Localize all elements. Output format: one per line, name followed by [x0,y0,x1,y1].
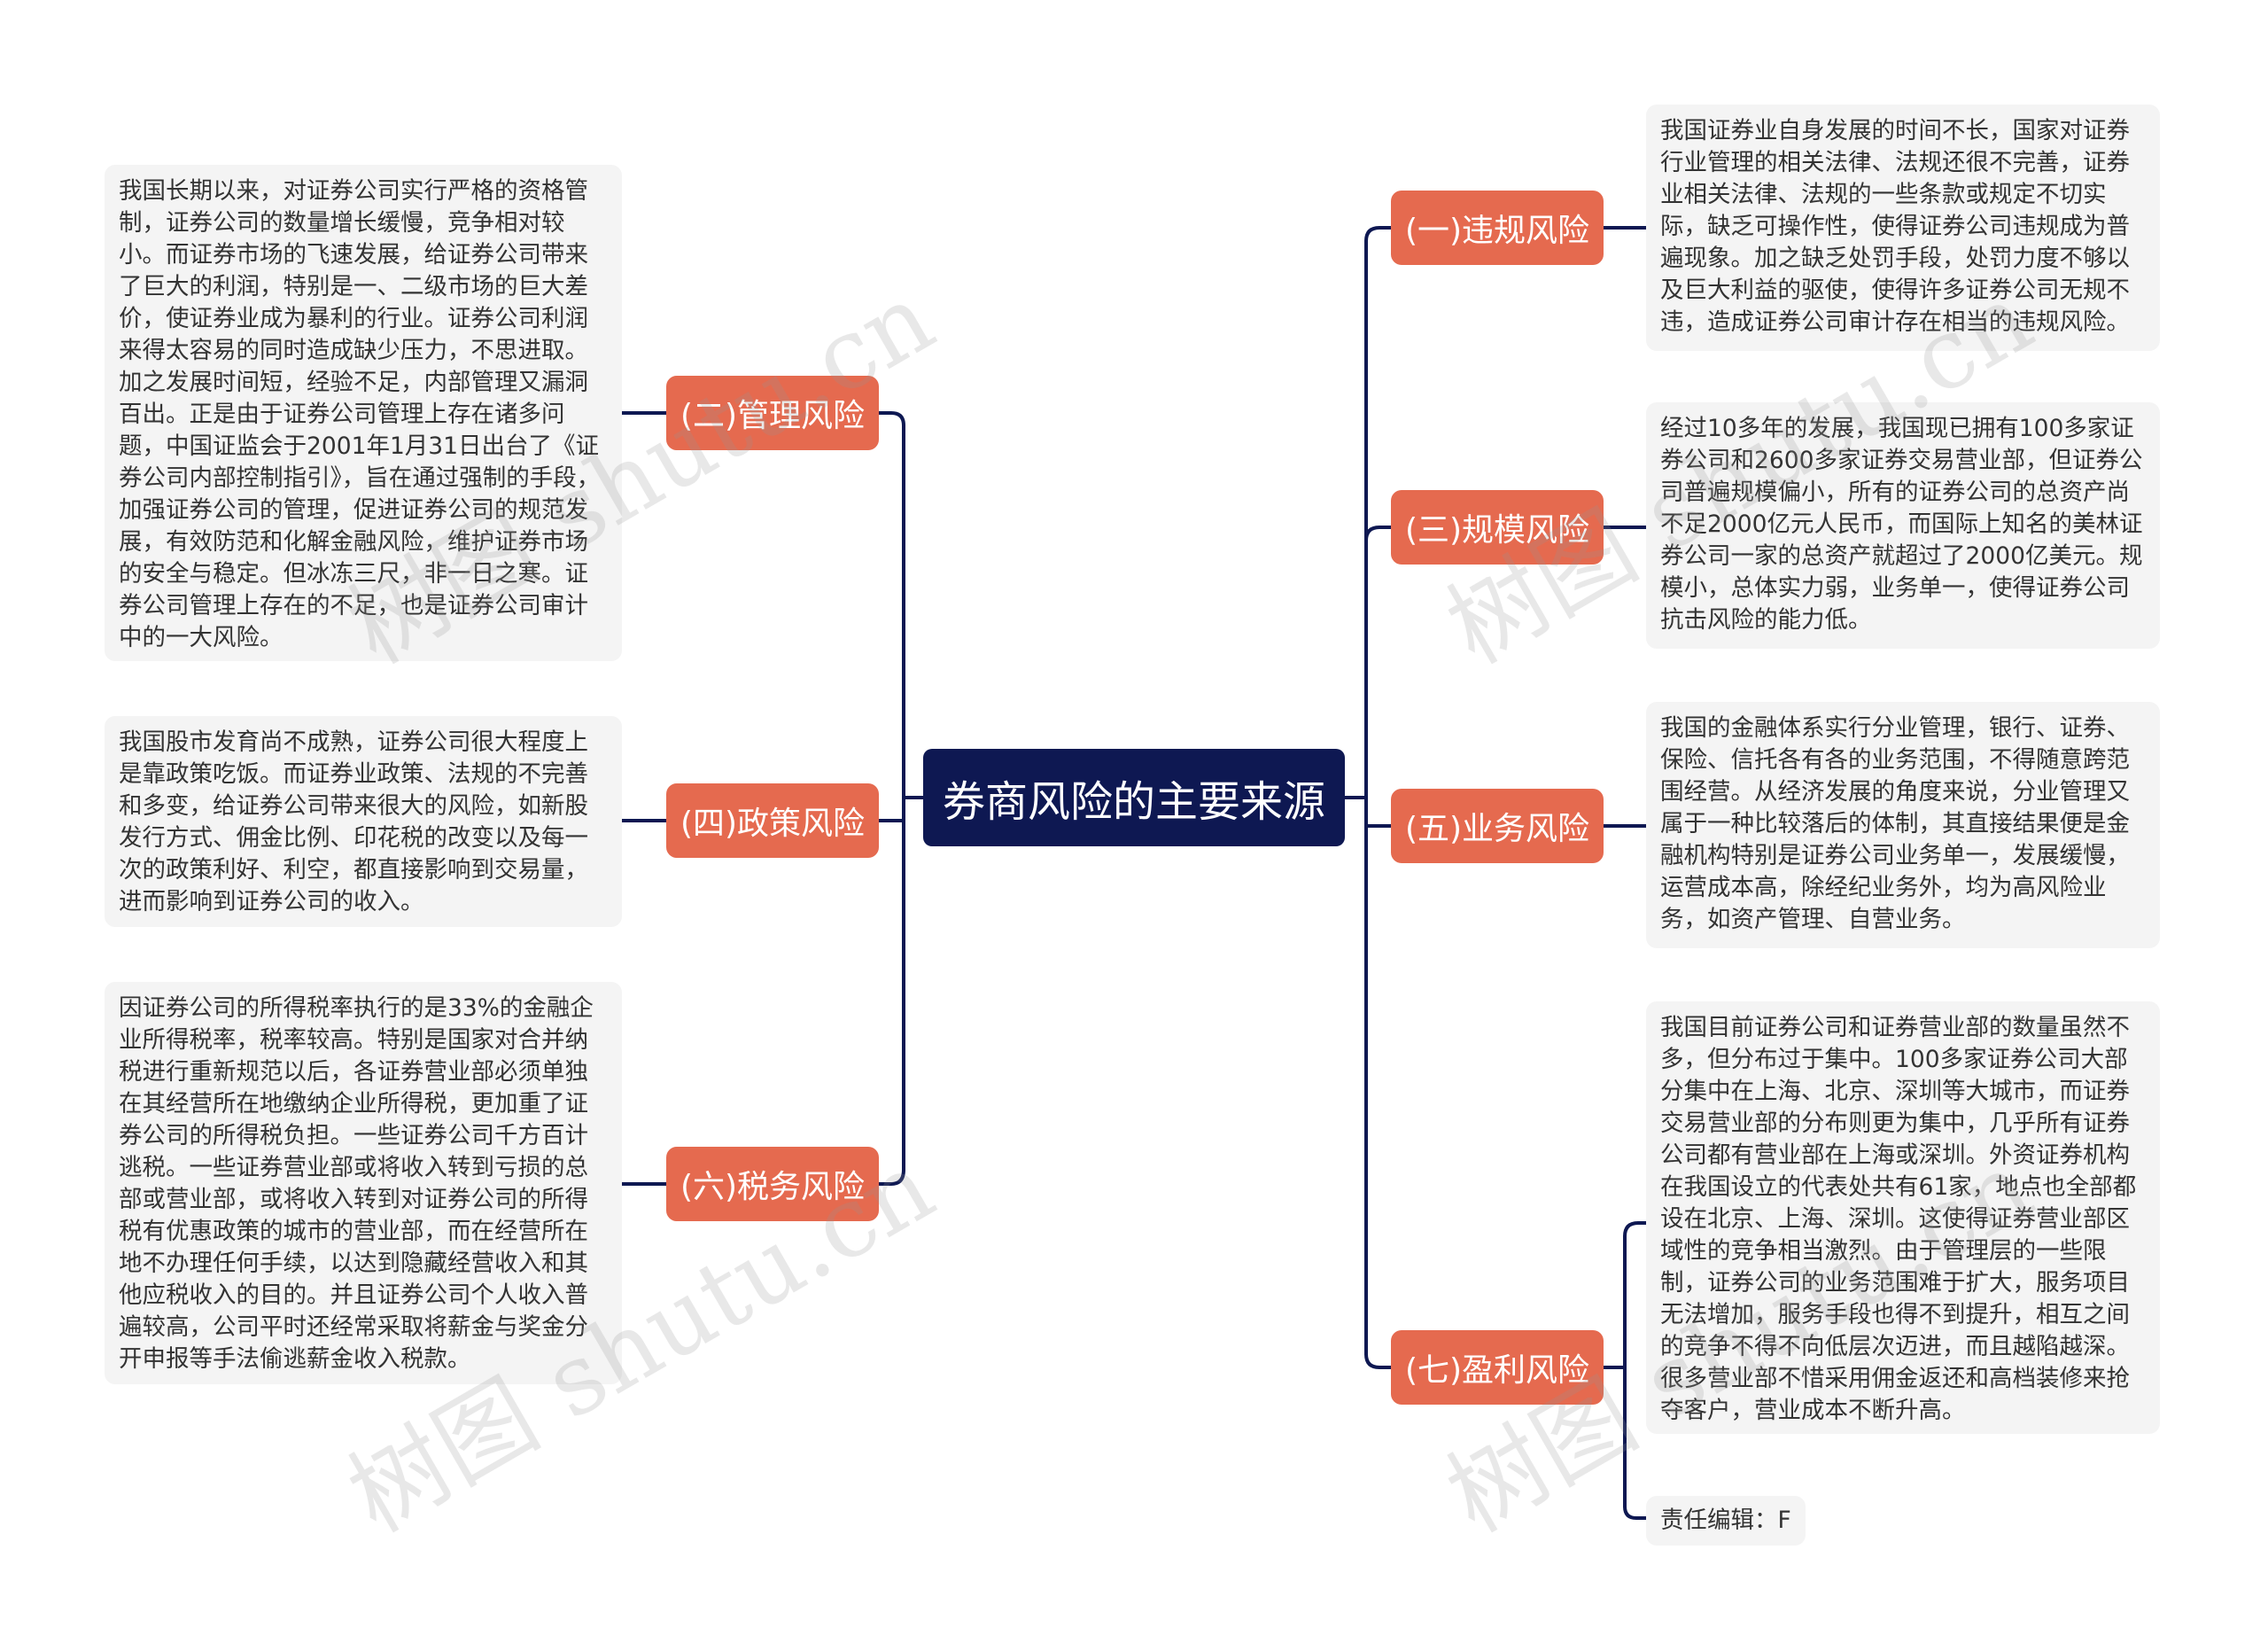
branch-guimo[interactable]: (三)规模风险 [1391,490,1604,565]
leaf-guanli-text: 我国长期以来，对证券公司实行严格的资格管制，证券公司的数量增长缓慢，竞争相对较小… [105,165,622,661]
branch-label: (七)盈利风险 [1404,1352,1590,1389]
branch-label: (五)业务风险 [1404,811,1590,847]
branch-guanli[interactable]: (二)管理风险 [666,376,879,450]
branch-yewu[interactable]: (五)业务风险 [1391,789,1604,863]
branch-label: (三)规模风险 [1404,512,1590,549]
branch-label: (六)税务风险 [680,1169,866,1205]
branch-label: (二)管理风险 [680,398,866,434]
leaf-yingli-editor: 责任编辑：F [1646,1496,1806,1546]
root-label: 券商风险的主要来源 [942,777,1325,827]
branch-zhengce[interactable]: (四)政策风险 [666,783,879,858]
branch-shuiwu[interactable]: (六)税务风险 [666,1147,879,1221]
branch-weigui[interactable]: (一)违规风险 [1391,191,1604,265]
leaf-yingli-text: 我国目前证券公司和证券营业部的数量虽然不多，但分布过于集中。100多家证券公司大… [1646,1001,2160,1434]
root-node[interactable]: 券商风险的主要来源 [923,749,1345,846]
branch-yingli[interactable]: (七)盈利风险 [1391,1330,1604,1405]
leaf-weigui-text: 我国证券业自身发展的时间不长，国家对证券行业管理的相关法律、法规还很不完善，证券… [1646,105,2160,351]
branch-label: (四)政策风险 [680,806,866,842]
leaf-yewu-text: 我国的金融体系实行分业管理，银行、证券、保险、信托各有各的业务范围，不得随意跨范… [1646,702,2160,948]
leaf-shuiwu-text: 因证券公司的所得税率执行的是33%的金融企业所得税率，税率较高。特别是国家对合并… [105,982,622,1384]
leaf-zhengce-text: 我国股市发育尚不成熟，证券公司很大程度上是靠政策吃饭。而证券业政策、法规的不完善… [105,716,622,927]
branch-label: (一)违规风险 [1404,213,1590,249]
leaf-guimo-text: 经过10多年的发展，我国现已拥有100多家证券公司和2600多家证券交易营业部，… [1646,402,2160,649]
